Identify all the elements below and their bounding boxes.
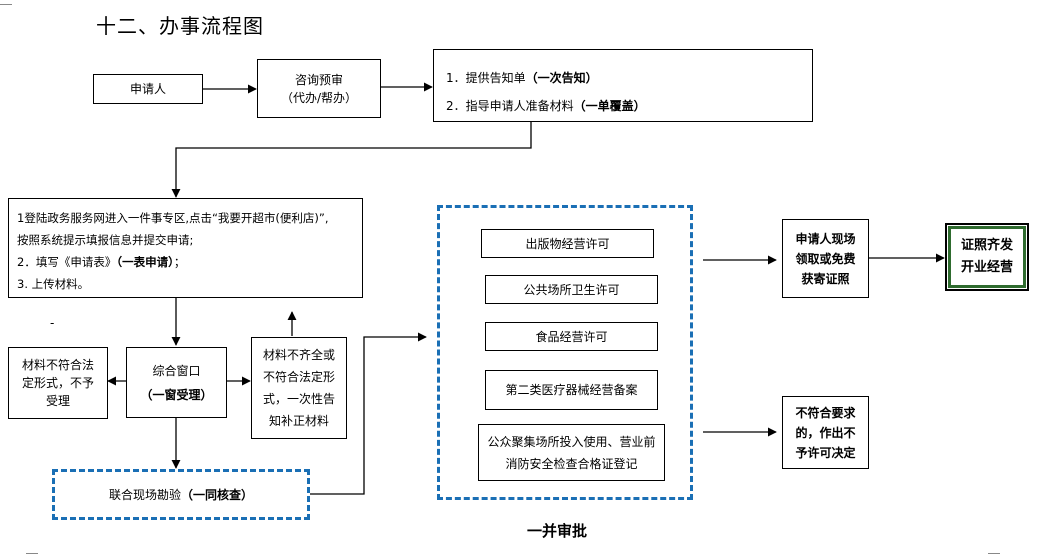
- final-box: 证照齐发 开业经营: [945, 223, 1029, 291]
- reject-box: 材料不符合法 定形式，不予 受理: [8, 347, 108, 419]
- receive-line2: 领取或免费: [795, 251, 856, 266]
- receive-box: 申请人现场 领取或免费 获寄证照: [782, 219, 869, 298]
- inspection-box: 联合现场勘验（一同核查）: [52, 469, 310, 520]
- permit-item: 公众聚集场所投入使用、营业前 消防安全检查合格证登记: [478, 424, 665, 481]
- consult-line2: （代办/帮办）: [280, 90, 358, 105]
- consult-line1: 咨询预审: [294, 72, 343, 87]
- permit-fire-label-line2: 消防安全检查合格证登记: [505, 456, 638, 471]
- deny-line3: 予许可决定: [795, 445, 856, 460]
- notify-item1: 1．提供告知单: [446, 71, 526, 85]
- window-box: 综合窗口 （一窗受理）: [126, 347, 227, 418]
- window-line2: （一窗受理）: [140, 387, 213, 402]
- page-corner-mark: [0, 4, 12, 5]
- permit-item: 食品经营许可: [485, 322, 658, 351]
- notify-item2: 2．指导申请人准备材料: [446, 99, 574, 113]
- notify-item2-emphasis: （一单覆盖）: [573, 99, 646, 113]
- online-line3: 2．填写《申请表》: [17, 255, 117, 269]
- permit-item: 出版物经营许可: [481, 229, 654, 258]
- applicant-box: 申请人: [93, 74, 203, 104]
- supplement-line1: 材料不齐全或: [262, 348, 335, 362]
- window-line1: 综合窗口: [152, 363, 201, 378]
- permit-item: 公共场所卫生许可: [485, 275, 658, 304]
- final-line1: 证照齐发: [960, 238, 1013, 253]
- notify-box: 1．提供告知单（一次告知） 2．指导申请人准备材料（一单覆盖）: [433, 49, 813, 122]
- permit-fire-label-line1: 公众聚集场所投入使用、营业前: [487, 434, 656, 449]
- online-application-box: 1登陆政务服务网进入一件事专区,点击“我要开超市(便利店)”, 按照系统提示填报…: [8, 198, 363, 298]
- supplement-line3: 式，一次性告: [262, 392, 335, 406]
- receive-line1: 申请人现场: [795, 231, 856, 246]
- reject-line2: 定形式，不予: [21, 376, 94, 390]
- stray-dash: -: [50, 316, 55, 330]
- applicant-label: 申请人: [129, 82, 166, 96]
- consult-box: 咨询预审 （代办/帮办）: [257, 59, 381, 118]
- online-line3-end: ；: [173, 255, 186, 269]
- permit-publication-label: 出版物经营许可: [525, 236, 610, 251]
- page-title: 十二、办事流程图: [96, 14, 264, 38]
- parallel-approval-group: [437, 205, 693, 500]
- deny-line1: 不符合要求: [795, 405, 856, 420]
- parallel-approval-label: 一并审批: [527, 522, 588, 540]
- supplement-line2: 不符合法定形: [262, 370, 335, 384]
- deny-line2: 的，作出不: [795, 425, 856, 440]
- online-line4: 3. 上传材料。: [17, 277, 90, 291]
- connector-notify-to-online: [171, 122, 532, 198]
- page-corner-mark: [26, 553, 38, 554]
- online-line2: 按照系统提示填报信息并提交申请;: [17, 233, 194, 247]
- supplement-box: 材料不齐全或 不符合法定形 式，一次性告 知补正材料: [251, 337, 347, 439]
- permit-hygiene-label: 公共场所卫生许可: [523, 282, 620, 297]
- reject-line3: 受理: [45, 394, 70, 408]
- inspection-emphasis: （一同核查）: [181, 488, 254, 502]
- final-line2: 开业经营: [960, 260, 1013, 275]
- permit-item: 第二类医疗器械经营备案: [485, 370, 658, 410]
- page-corner-mark: [988, 553, 1000, 554]
- permit-food-label: 食品经营许可: [535, 329, 608, 344]
- online-line1: 1登陆政务服务网进入一件事专区,点击“我要开超市(便利店)”,: [17, 211, 329, 225]
- inspection-label: 联合现场勘验: [108, 488, 181, 502]
- reject-line1: 材料不符合法: [21, 358, 94, 372]
- deny-box: 不符合要求 的，作出不 予许可决定: [782, 396, 869, 469]
- online-line3-emphasis: （一表申请）: [116, 255, 174, 269]
- receive-line3: 获寄证照: [801, 271, 850, 286]
- permit-medical-label: 第二类医疗器械经营备案: [505, 383, 638, 397]
- connector-inspection-to-approval: [310, 332, 427, 495]
- supplement-line4: 知补正材料: [268, 414, 329, 428]
- notify-item1-emphasis: （一次告知）: [525, 71, 598, 85]
